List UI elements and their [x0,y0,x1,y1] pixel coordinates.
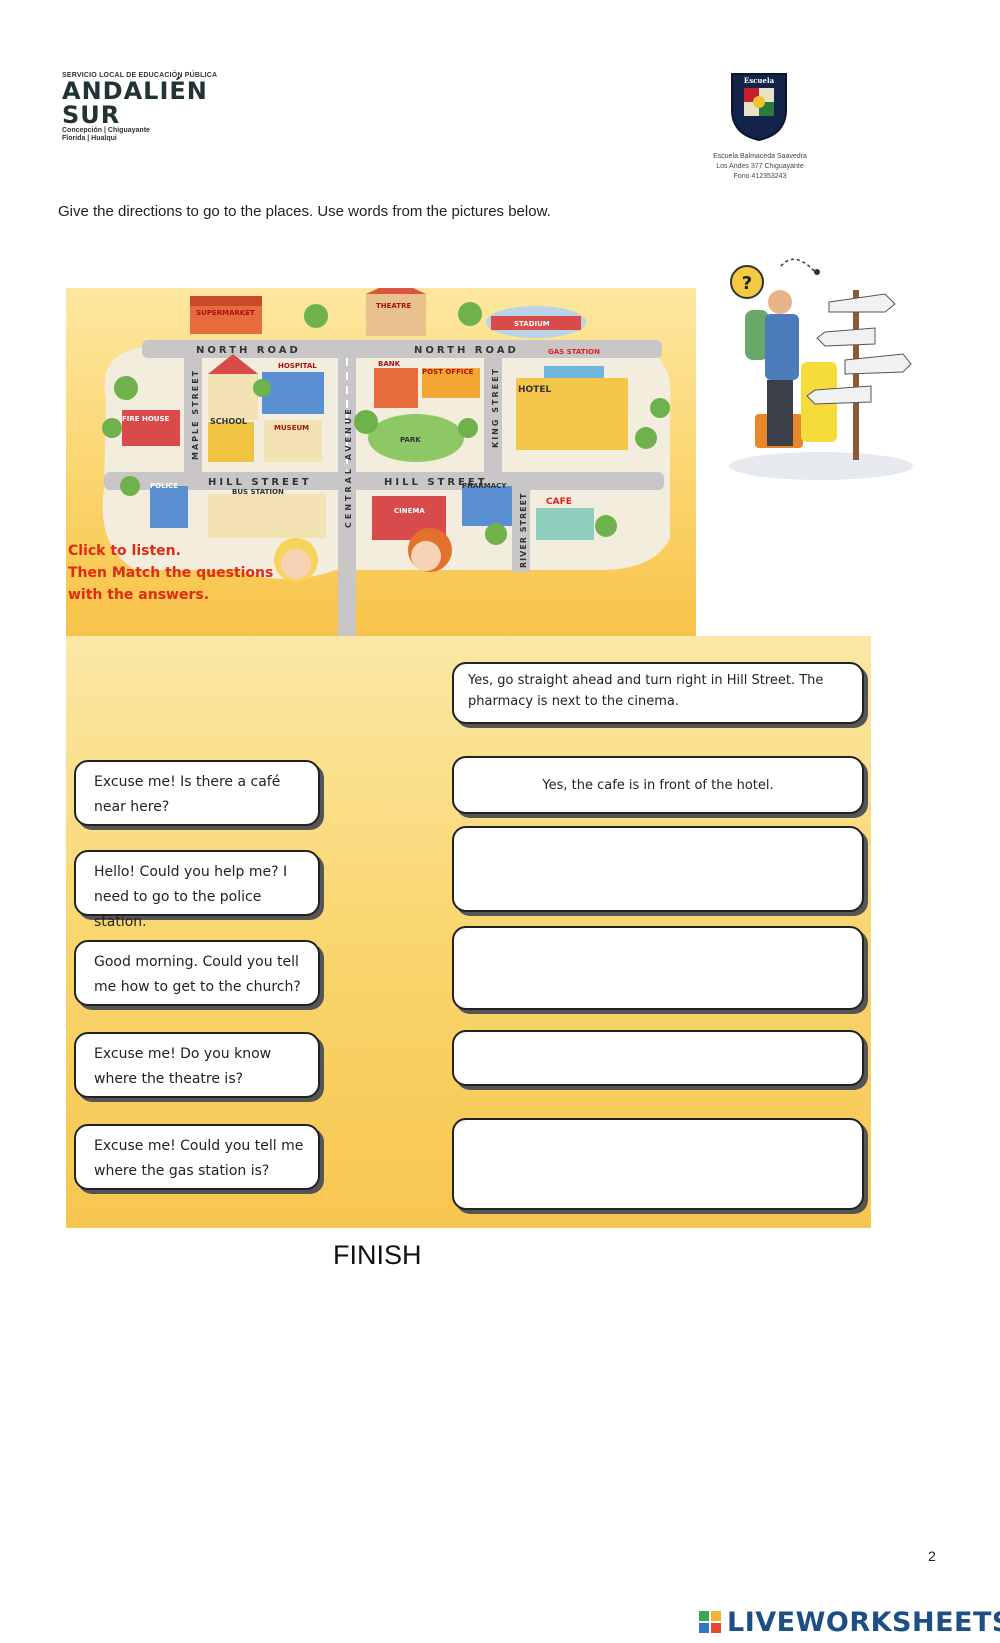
note-line-1: Click to listen. [68,543,181,559]
page-number: 2 [928,1548,936,1564]
town-map-illustration: NORTH ROAD NORTH ROAD HILL STREET HILL S… [102,288,671,636]
answer-bubble-5[interactable] [452,1030,864,1086]
police-label: POLICE [150,482,178,490]
org-places-1: Concepción | Chiguayante [62,127,150,134]
gas-station-label: GAS STATION [548,348,600,356]
question-text-3: Good morning. Could you tell me how to g… [94,954,301,995]
hotel-label: HOTEL [518,385,551,395]
liveworksheets-logo[interactable]: LIVEWORKSHEETS [699,1606,1000,1638]
hospital-label: HOSPITAL [278,362,317,370]
central-avenue-label: CENTRAL AVENUE [344,406,353,528]
cinema-label: CINEMA [394,507,425,515]
answer-bubble-1[interactable]: Yes, go straight ahead and turn right in… [452,662,864,724]
school-label: SCHOOL [210,417,247,426]
school-crest-icon: Escuela [731,73,787,142]
question-bubble-2[interactable]: Hello! Could you help me? I need to go t… [74,850,320,930]
question-text-2: Hello! Could you help me? I need to go t… [94,864,288,930]
post-office-label: POST OFFICE [422,368,474,376]
question-bubble-1[interactable]: Excuse me! Is there a café near here? [74,760,320,826]
question-text-4: Excuse me! Do you know where the theatre… [94,1046,272,1087]
hill-street-right-label: HILL STREET [384,477,488,488]
town-map: NORTH ROAD NORTH ROAD HILL STREET HILL S… [66,288,696,636]
hill-street-left-label: HILL STREET [208,477,312,488]
crest-label: Escuela [744,76,775,85]
note-line-3: with the answers. [68,587,210,603]
question-text-1: Excuse me! Is there a café near here? [94,774,281,815]
andalien-sur-logo: SERVICIO LOCAL DE EDUCACIÓN PÚBLICA ANDA… [62,72,262,152]
org-places-2: Florida | Hualqui [62,135,117,142]
museum-label: MUSEUM [274,424,309,432]
school-phone: Fono 412353243 [733,173,787,180]
fire-house-label: FIRE HOUSE [122,415,170,423]
pharmacy-label: PHARMACY [462,482,507,490]
school-name: Escuela Balmaceda Saavedra [713,153,807,160]
school-info: Escuela Balmaceda Saavedra Los Andes 377… [700,152,820,182]
liveworksheets-mark-icon [699,1611,721,1633]
bus-station-label: BUS STATION [232,488,284,496]
org-line: SERVICIO LOCAL DE EDUCACIÓN PÚBLICA [62,72,218,79]
north-road-left-label: NORTH ROAD [196,345,301,356]
king-street-label: KING STREET [491,367,500,448]
note-line-2: Then Match the questions [68,565,274,581]
park-label: PARK [400,436,421,444]
question-bubble-4[interactable]: Excuse me! Do you know where the theatre… [74,1032,320,1098]
river-street-label: RIVER STREET [519,492,528,568]
school-address: Los Andes 377 Chiguayante [716,163,804,170]
answer-bubble-3[interactable] [452,826,864,912]
answer-bubble-4[interactable] [452,926,864,1010]
question-bubble-3[interactable]: Good morning. Could you tell me how to g… [74,940,320,1006]
lost-traveler-illustration: ? [729,258,913,480]
answer-bubble-2[interactable]: Yes, the cafe is in front of the hotel. [452,756,864,814]
bank-label: BANK [378,360,401,368]
org-name-2: SUR [62,101,121,129]
answer-bubble-6[interactable] [452,1118,864,1210]
maple-street-label: MAPLE STREET [191,369,200,460]
theatre-label: THEATRE [376,302,411,310]
supermarket-label: SUPERMARKET [196,309,255,317]
answer-text-1: Yes, go straight ahead and turn right in… [468,673,824,709]
north-road-right-label: NORTH ROAD [414,345,519,356]
cafe-label: CAFE [546,497,572,507]
question-text-5: Excuse me! Could you tell me where the g… [94,1138,304,1179]
finish-button[interactable]: FINISH [333,1240,422,1270]
brand-name: LIVEWORKSHEETS [727,1606,1000,1638]
question-bubble-5[interactable]: Excuse me! Could you tell me where the g… [74,1124,320,1190]
answer-text-2: Yes, the cafe is in front of the hotel. [542,778,774,793]
question-mark-icon: ? [742,273,752,294]
instruction-text: Give the directions to go to the places.… [58,203,551,220]
org-name-1: ANDALIÉN [62,77,208,105]
click-to-listen-note: Click to listen. Then Match the question… [68,540,273,606]
stadium-label: STADIUM [514,320,550,328]
